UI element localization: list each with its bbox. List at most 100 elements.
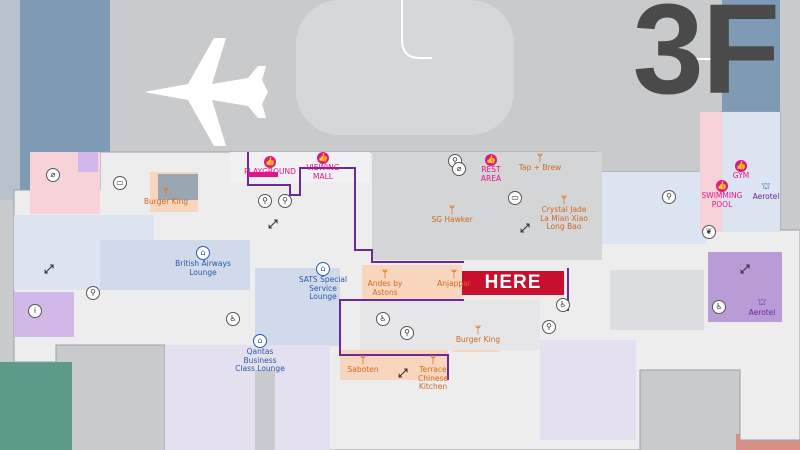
thumbs-up-icon: 👍 <box>716 180 728 192</box>
poi-label: PLAYGROUND <box>244 167 296 176</box>
poi-tap-brew[interactable]: ᛘ Tap + Brew <box>514 154 566 173</box>
poi-label: REST AREA <box>480 165 502 183</box>
poi-aerotel-south[interactable]: ⛫ Aerotel <box>742 298 782 318</box>
smoking-icon: ⌀ <box>452 162 466 176</box>
poi-label: Terrace Chinese Kitchen <box>418 365 448 391</box>
poi-saboten[interactable]: ᛘ Saboten <box>340 356 386 375</box>
poi-label: Burger King <box>143 197 189 206</box>
smoking-icon: ⌀ <box>46 168 60 182</box>
zone-sats <box>255 268 340 346</box>
zone-purple-west <box>78 152 98 172</box>
taxi-line <box>401 0 432 59</box>
thumbs-up-icon: 👍 <box>264 156 276 168</box>
fork-knife-icon: ᛘ <box>163 187 169 198</box>
zone-purple-sw <box>14 292 74 337</box>
zone-central-hall <box>360 300 540 350</box>
poi-gym[interactable]: 👍 GYM <box>726 160 756 181</box>
building-south-west <box>0 362 72 450</box>
poi-viewing-mall[interactable]: 👍 VIEWING MALL <box>300 152 346 181</box>
toilet-icon: ⚲ <box>400 326 414 340</box>
zone-south-lounge <box>165 345 330 450</box>
wheelchair-icon: ♿ <box>712 300 726 314</box>
poi-sg-hawker[interactable]: ᛘ SG Hawker <box>425 206 479 225</box>
fork-knife-icon: ᛘ <box>360 355 366 366</box>
lounge-chair-icon: ⌂ <box>253 334 267 348</box>
poi-swimming-pool[interactable]: 👍 SWIMMING POOL <box>696 180 748 209</box>
thumbs-up-icon: 👍 <box>735 160 747 172</box>
toilet-icon: ⚲ <box>258 194 272 208</box>
zone-food-central <box>362 265 462 303</box>
poi-label: Burger King <box>455 335 501 344</box>
poi-label: VIEWING MALL <box>306 163 340 181</box>
escalator-icon: ⤢ <box>44 262 54 276</box>
building-east <box>722 0 780 120</box>
poi-anjappar[interactable]: ᛘ Anjappar <box>434 270 474 289</box>
poi-burger-king-central[interactable]: ᛘ Burger King <box>450 326 506 345</box>
poi-label: Qantas Business Class Lounge <box>235 347 285 373</box>
poi-label: SG Hawker <box>431 215 473 224</box>
building-west-edge <box>0 0 20 200</box>
gate-pier <box>296 0 514 135</box>
poi-sats-lounge[interactable]: ⌂ SATS Special Service Lounge <box>290 262 356 302</box>
airplane-icon <box>144 38 268 146</box>
lounge-chair-icon: ⌂ <box>316 262 330 276</box>
central-void <box>372 152 602 260</box>
poi-aerotel-east[interactable]: ⛫ Aerotel <box>746 182 786 202</box>
fork-knife-icon: ᛘ <box>382 269 388 280</box>
poi-label: Aerotel <box>748 308 776 317</box>
bed-icon: ⛫ <box>757 298 767 308</box>
toilet-icon: ⚲ <box>278 194 292 208</box>
leaf-icon: ❦ <box>702 225 716 239</box>
fork-knife-icon: ᛘ <box>451 269 457 280</box>
wheelchair-icon: ♿ <box>556 298 570 312</box>
poi-rest-area[interactable]: 👍 REST AREA <box>474 154 508 183</box>
poi-label: Saboten <box>347 365 379 374</box>
tv-icon: ▭ <box>508 191 522 205</box>
poi-playground[interactable]: 👍 PLAYGROUND <box>238 156 302 177</box>
zone-british-airways <box>100 240 250 290</box>
east-block <box>610 270 704 330</box>
zone-dark-west <box>158 174 198 200</box>
escalator-icon: ⤢ <box>398 366 408 380</box>
fork-knife-icon: ᛘ <box>537 153 543 164</box>
zone-gym <box>700 112 722 232</box>
thumbs-up-icon: 👍 <box>317 152 329 164</box>
poi-crystal-jade[interactable]: ᛘ Crystal Jade La Mian Xiao Long Bao <box>534 196 594 232</box>
escalator-icon: ⤢ <box>268 217 278 231</box>
poi-label: Crystal Jade La Mian Xiao Long Bao <box>540 205 588 231</box>
info-icon: i <box>28 304 42 318</box>
zone-east-gates <box>596 172 706 244</box>
poi-label: GYM <box>732 171 750 180</box>
poi-terrace-chinese-kitchen[interactable]: ᛘ Terrace Chinese Kitchen <box>408 356 458 392</box>
zone-aerotel-east <box>722 112 780 232</box>
fork-knife-icon: ᛘ <box>430 355 436 366</box>
wheelchair-icon: ♿ <box>226 312 240 326</box>
poi-andes-by-astons[interactable]: ᛘ Andes by Astons <box>358 270 412 297</box>
poi-label: Anjappar <box>437 279 471 288</box>
fork-knife-icon: ᛘ <box>449 205 455 216</box>
poi-qantas-lounge[interactable]: ⌂ Qantas Business Class Lounge <box>228 334 292 374</box>
poi-burger-king-west[interactable]: ᛘ Burger King <box>138 188 194 207</box>
escalator-icon: ⤢ <box>520 221 530 235</box>
toilet-icon: ⚲ <box>662 190 676 204</box>
thumbs-up-icon: 👍 <box>485 154 497 166</box>
poi-label: British Airways Lounge <box>175 259 231 277</box>
south-service-road <box>255 370 275 450</box>
escalator-icon: ⤢ <box>740 262 750 276</box>
you-are-here-marker: HERE <box>462 271 564 295</box>
poi-label: Tap + Brew <box>518 163 562 172</box>
poi-label: SATS Special Service Lounge <box>298 275 348 301</box>
fork-knife-icon: ᛘ <box>475 325 481 336</box>
bed-icon: ⛫ <box>761 182 771 192</box>
fork-knife-icon: ᛘ <box>561 195 567 206</box>
poi-label: SWIMMING POOL <box>701 191 743 209</box>
poi-british-airways-lounge[interactable]: ⌂ British Airways Lounge <box>170 246 236 277</box>
wheelchair-icon: ♿ <box>376 312 390 326</box>
playground-marker <box>248 172 278 177</box>
poi-label: Andes by Astons <box>367 279 403 297</box>
toilet-icon: ⚲ <box>86 286 100 300</box>
zone-southeast <box>540 340 636 440</box>
lounge-chair-icon: ⌂ <box>196 246 210 260</box>
poi-label: Aerotel <box>752 192 780 201</box>
